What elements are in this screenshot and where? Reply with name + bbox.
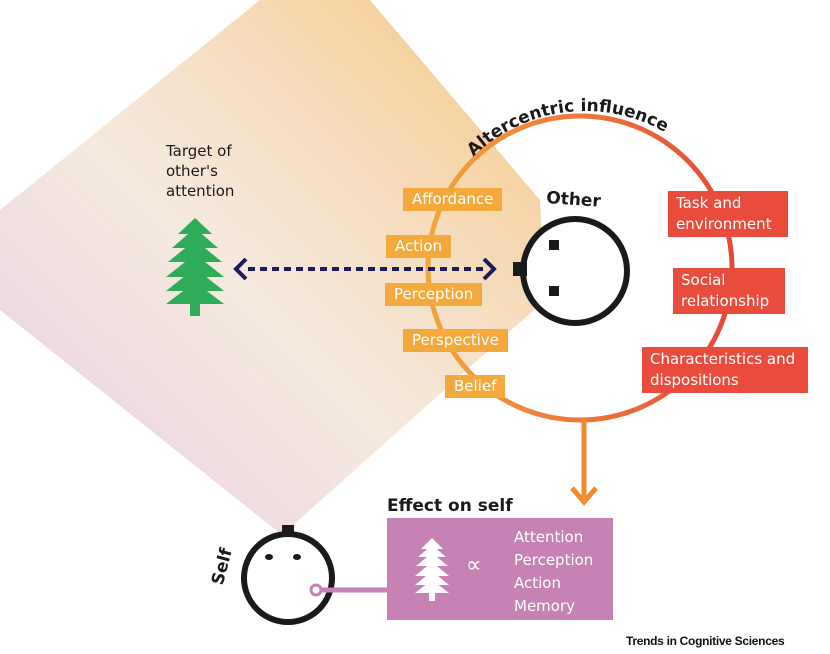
self-connector-dot	[309, 583, 323, 597]
gaze-arrowhead-left	[233, 257, 248, 281]
other-nose	[513, 262, 527, 276]
journal-brand: Trends in Cognitive Sciences	[626, 634, 785, 648]
box-perspective: Perspective	[403, 329, 508, 352]
box-affordance: Affordance	[403, 188, 503, 211]
effect-item: Memory	[514, 597, 576, 615]
box-belief: Belief	[445, 375, 506, 398]
box-social-relationship: Social relationship	[673, 268, 785, 314]
influence-arrowhead	[570, 486, 598, 506]
box-task-environment: Task and environment	[668, 191, 788, 237]
other-eye-bottom	[549, 286, 559, 296]
pine-tree-icon-white	[415, 538, 449, 601]
box-characteristics: Characteristics and dispositions	[642, 347, 808, 393]
effect-item: Attention	[514, 528, 584, 546]
self-eye-right	[293, 554, 301, 560]
self-top-mark	[282, 525, 294, 537]
effect-title: Effect on self	[387, 496, 513, 516]
gaze-arrowhead-right	[482, 257, 497, 281]
other-eye-top	[549, 240, 559, 250]
target-label: Target of other's attention	[166, 142, 235, 200]
effect-items-list: Attention Perception Action Memory	[514, 526, 593, 618]
box-action: Action	[386, 235, 451, 258]
effect-item: Action	[514, 574, 561, 592]
effect-item: Perception	[514, 551, 594, 569]
self-eye-left	[265, 554, 273, 560]
proportional-symbol: ∝	[466, 553, 482, 578]
box-perception: Perception	[385, 283, 483, 306]
pine-tree-icon	[166, 218, 224, 316]
